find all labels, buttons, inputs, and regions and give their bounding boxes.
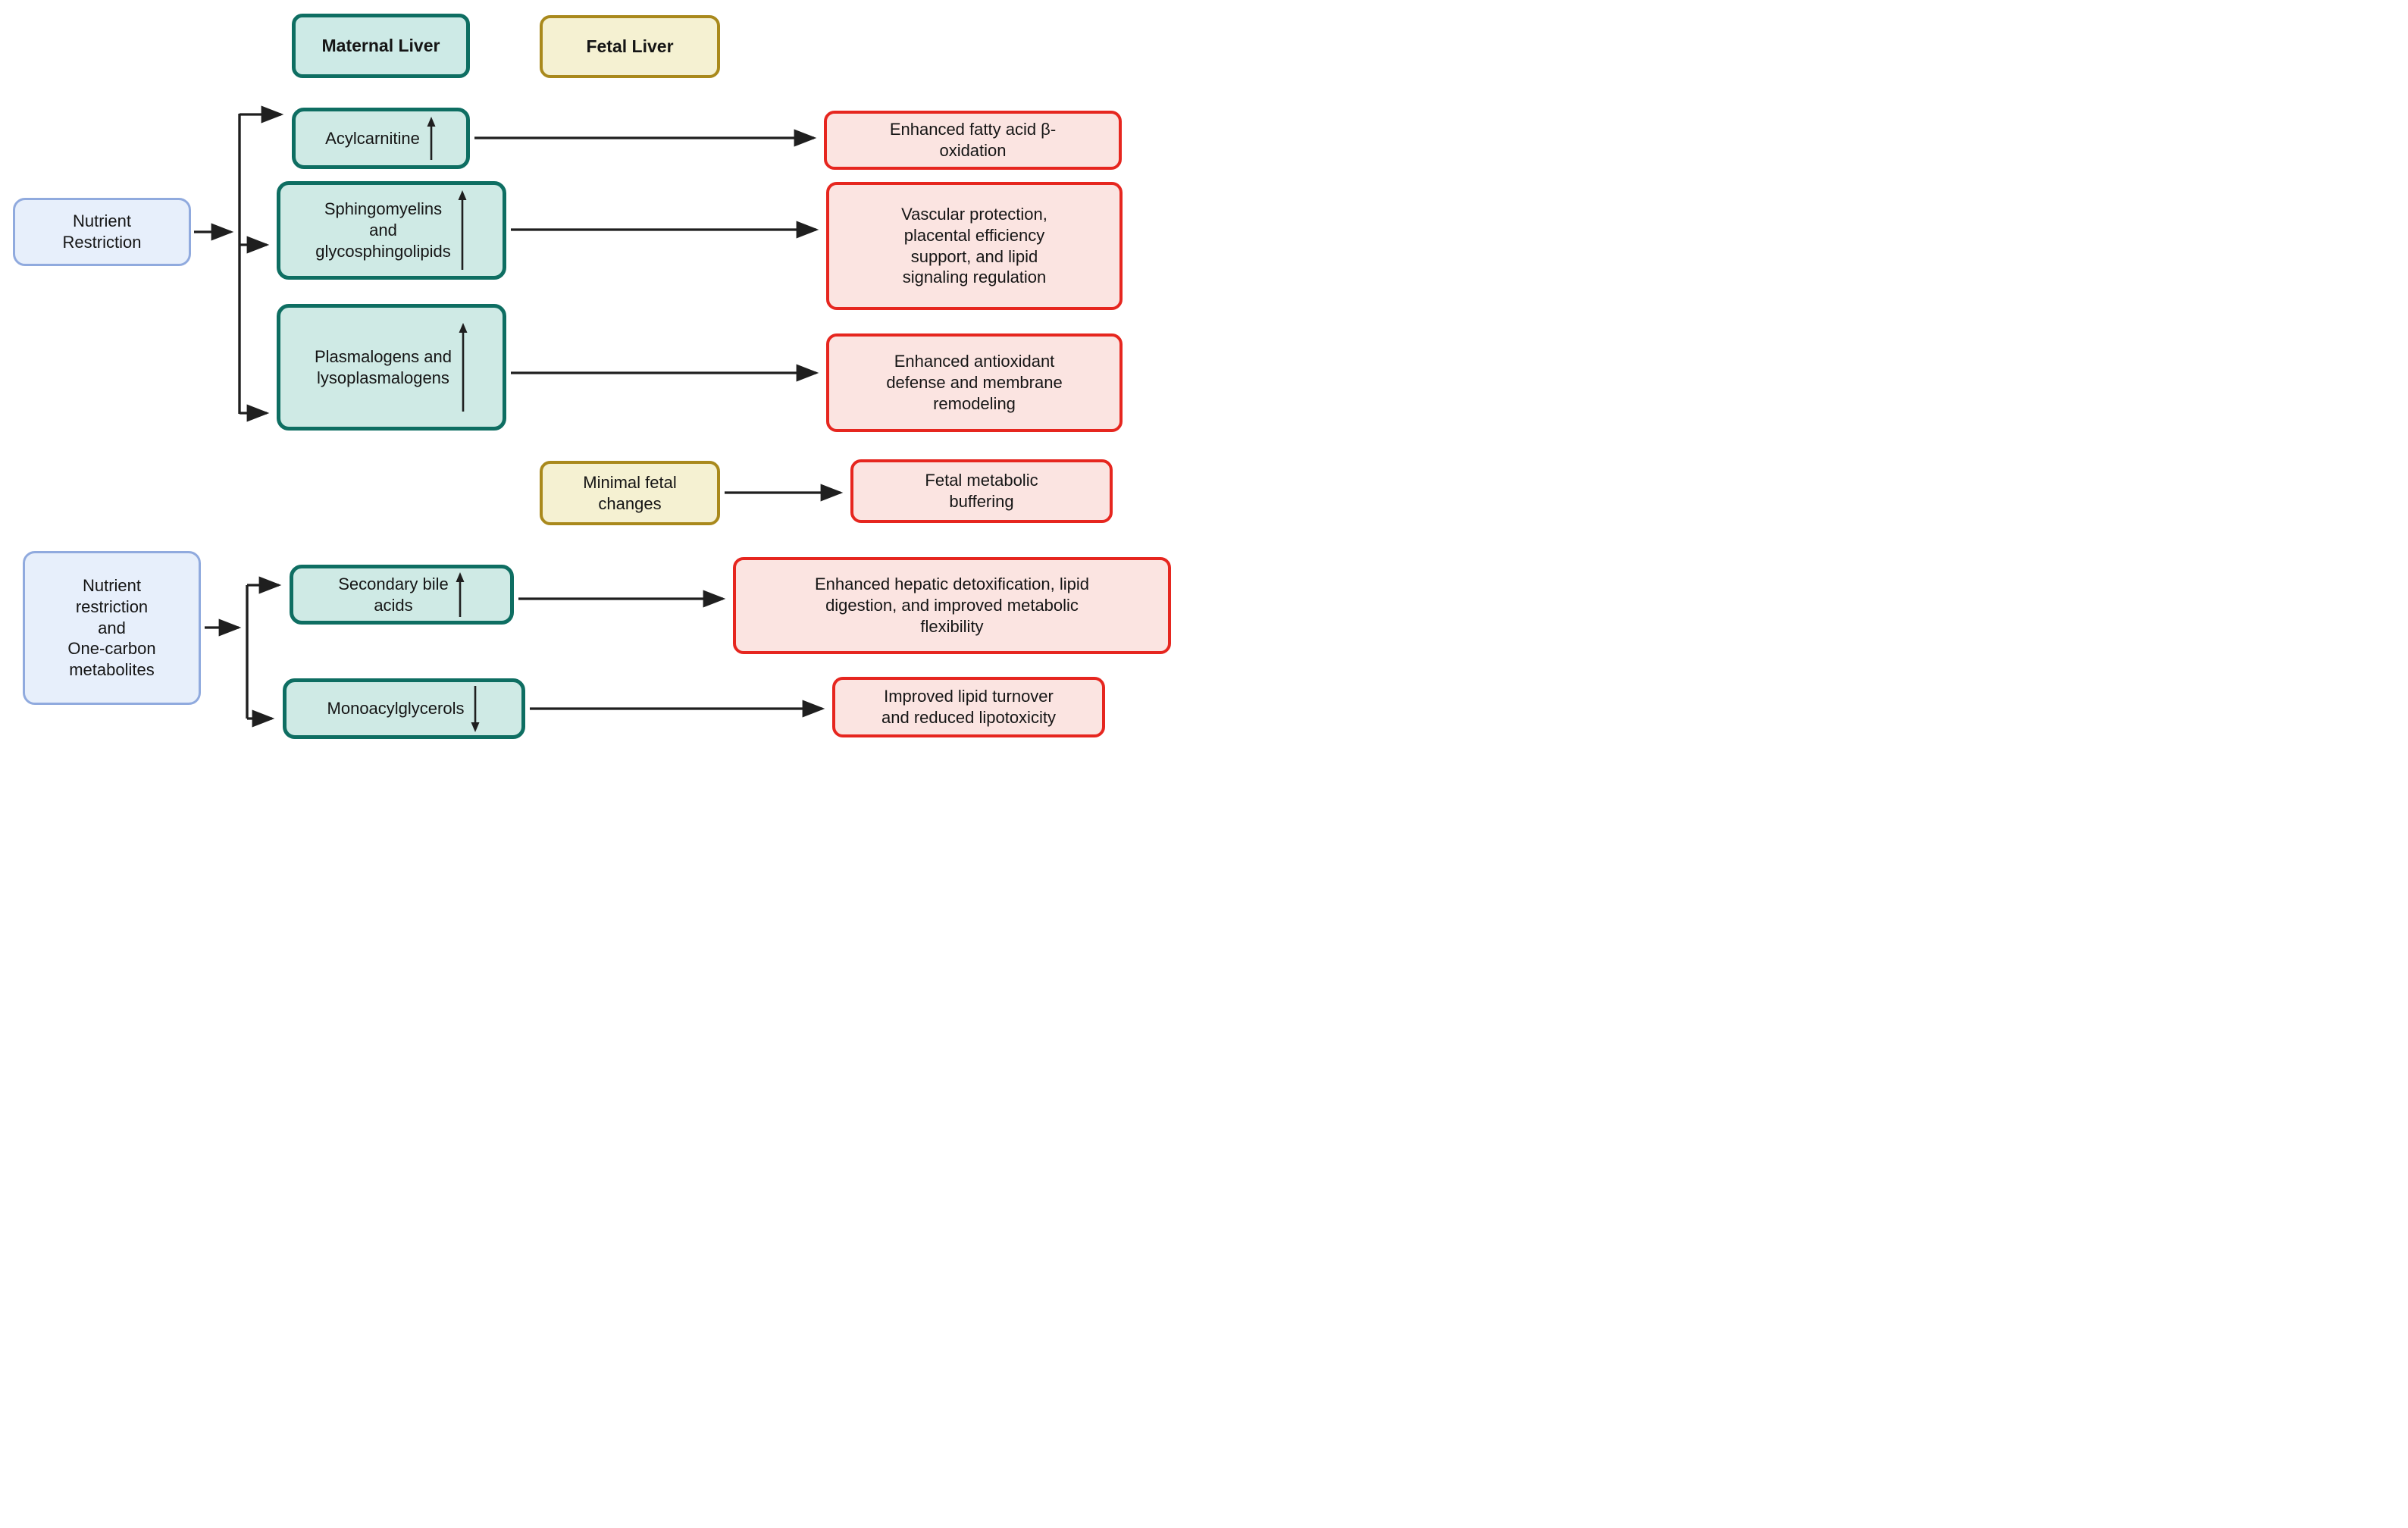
outcome-vascular-protection-label: Vascular protection, placental efficienc… xyxy=(901,204,1047,287)
outcome-fetal-buffering: Fetal metabolic buffering xyxy=(850,459,1113,523)
fetal-note-minimal-changes: Minimal fetal changes xyxy=(540,461,720,525)
outcome-beta-oxidation: Enhanced fatty acid β- oxidation xyxy=(824,111,1122,170)
outcome-antioxidant-defense-label: Enhanced antioxidant defense and membran… xyxy=(886,352,1063,413)
outcome-hepatic-detox: Enhanced hepatic detoxification, lipid d… xyxy=(733,557,1171,654)
outcome-beta-oxidation-label: Enhanced fatty acid β- oxidation xyxy=(889,120,1057,160)
metabolite-monoacylglycerols-label: Monoacylglycerols xyxy=(327,699,465,719)
metabolite-plasmalogens: Plasmalogens and lysoplasmalogens xyxy=(277,304,506,431)
metabolite-acylcarnitine: Acylcarnitine xyxy=(292,108,470,169)
outcome-lipid-turnover: Improved lipid turnover and reduced lipo… xyxy=(832,677,1105,737)
outcome-fetal-buffering-label: Fetal metabolic buffering xyxy=(925,471,1038,511)
down-trend-arrow-icon xyxy=(471,686,480,732)
metabolite-sphingomyelins-label: Sphingomyelins and glycosphingolipids xyxy=(315,199,451,261)
source-nutrient-restriction-label: Nutrient Restriction xyxy=(62,211,142,252)
metabolite-acylcarnitine-label: Acylcarnitine xyxy=(325,128,420,148)
header-maternal-liver-label: Maternal Liver xyxy=(321,35,440,55)
fetal-note-minimal-changes-label: Minimal fetal changes xyxy=(583,472,677,513)
up-trend-arrow-icon xyxy=(458,190,467,270)
header-maternal-liver: Maternal Liver xyxy=(292,14,470,78)
outcome-antioxidant-defense: Enhanced antioxidant defense and membran… xyxy=(826,333,1123,432)
up-trend-arrow-icon xyxy=(456,571,465,617)
metabolite-monoacylglycerols: Monoacylglycerols xyxy=(283,678,525,739)
up-trend-arrow-icon xyxy=(427,116,436,160)
source-nutrient-onecarbon-label: Nutrient restriction and One-carbon meta… xyxy=(67,575,156,680)
outcome-lipid-turnover-label: Improved lipid turnover and reduced lipo… xyxy=(881,687,1056,727)
metabolite-plasmalogens-label: Plasmalogens and lysoplasmalogens xyxy=(314,346,452,387)
outcome-vascular-protection: Vascular protection, placental efficienc… xyxy=(826,182,1123,310)
metabolite-secondary-bile-acids: Secondary bile acids xyxy=(290,565,514,625)
header-fetal-liver: Fetal Liver xyxy=(540,15,720,78)
metabolite-sphingomyelins: Sphingomyelins and glycosphingolipids xyxy=(277,181,506,280)
up-trend-arrow-icon xyxy=(459,322,468,412)
outcome-hepatic-detox-label: Enhanced hepatic detoxification, lipid d… xyxy=(814,575,1090,636)
metabolite-secondary-bile-acids-label: Secondary bile acids xyxy=(338,574,449,615)
header-fetal-liver-label: Fetal Liver xyxy=(586,36,674,56)
metabolic-flow-diagram: Maternal Liver Fetal Liver Nutrient Rest… xyxy=(0,0,1204,764)
source-nutrient-onecarbon: Nutrient restriction and One-carbon meta… xyxy=(23,551,201,705)
source-nutrient-restriction: Nutrient Restriction xyxy=(13,198,191,266)
